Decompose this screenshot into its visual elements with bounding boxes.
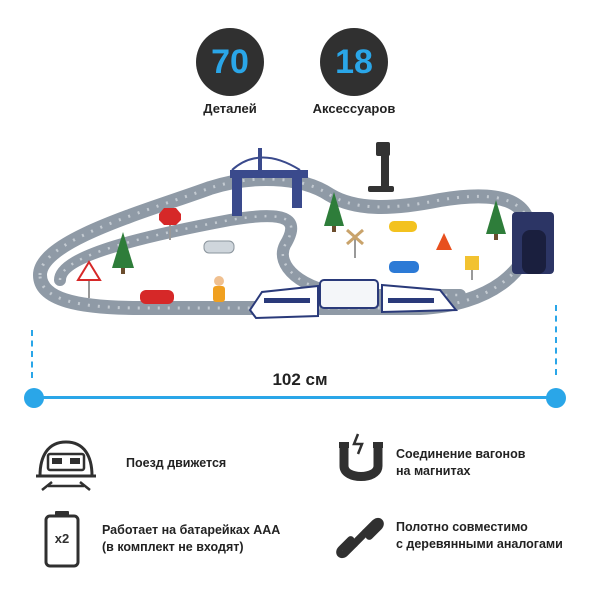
feature-batteries-line1: Работает на батарейках ААА <box>102 523 281 537</box>
dimension-left-marker <box>31 330 33 378</box>
feature-magnetic-coupling-line1: Соединение вагонов <box>396 447 526 461</box>
dimension-left-dot <box>24 388 44 408</box>
tree-3 <box>486 200 506 240</box>
traffic-cone <box>436 233 452 250</box>
battery-count-badge: x2 <box>54 531 70 546</box>
feature-train-moves: Поезд движется <box>126 455 226 472</box>
dimension-right-dot <box>546 388 566 408</box>
feature-magnetic-coupling-line2: на магнитах <box>396 464 471 478</box>
feature-train-moves-line1: Поезд движется <box>126 456 227 470</box>
stop-sign <box>159 208 181 240</box>
yellow-sign <box>465 256 479 280</box>
train <box>248 279 459 320</box>
figure <box>213 276 225 302</box>
feature-compatibility-line2: с деревянными аналогами <box>396 537 563 551</box>
feature-batteries-line2: (в комплект не входят) <box>102 540 244 554</box>
car-yellow <box>389 221 417 232</box>
feature-compatibility-line1: Полотно совместимо <box>396 520 528 534</box>
tunnel <box>512 212 554 274</box>
train-icon <box>36 440 96 491</box>
car-red <box>140 290 174 304</box>
car-blue <box>389 261 419 273</box>
accessories-count-badge: 18 <box>320 28 388 96</box>
crossing-sign <box>346 228 364 258</box>
details-label: Деталей <box>203 101 257 116</box>
details-count: 70 <box>211 42 249 81</box>
battery-icon <box>44 511 80 568</box>
chain-link-icon <box>336 517 384 559</box>
signal-post <box>368 142 394 192</box>
railway-set-illustration <box>33 142 554 320</box>
tree-2 <box>324 192 344 232</box>
warning-sign <box>76 260 102 298</box>
accessories-label: Аксессуаров <box>312 101 396 116</box>
dimension-right-marker <box>555 305 557 375</box>
details-count-badge: 70 <box>196 28 264 96</box>
feature-magnetic-coupling: Соединение вагонов на магнитах <box>396 446 525 480</box>
dimension-line <box>30 396 560 399</box>
tree-1 <box>112 232 134 274</box>
accessories-count: 18 <box>335 42 373 81</box>
feature-batteries: Работает на батарейках ААА (в комплект н… <box>102 522 280 556</box>
dimension-label: 102 см <box>272 370 328 389</box>
bridge <box>230 148 308 216</box>
track-inner <box>54 210 466 301</box>
car-silver <box>203 240 235 254</box>
magnet-icon <box>339 433 383 481</box>
feature-compatibility: Полотно совместимо с деревянными аналога… <box>396 519 563 553</box>
